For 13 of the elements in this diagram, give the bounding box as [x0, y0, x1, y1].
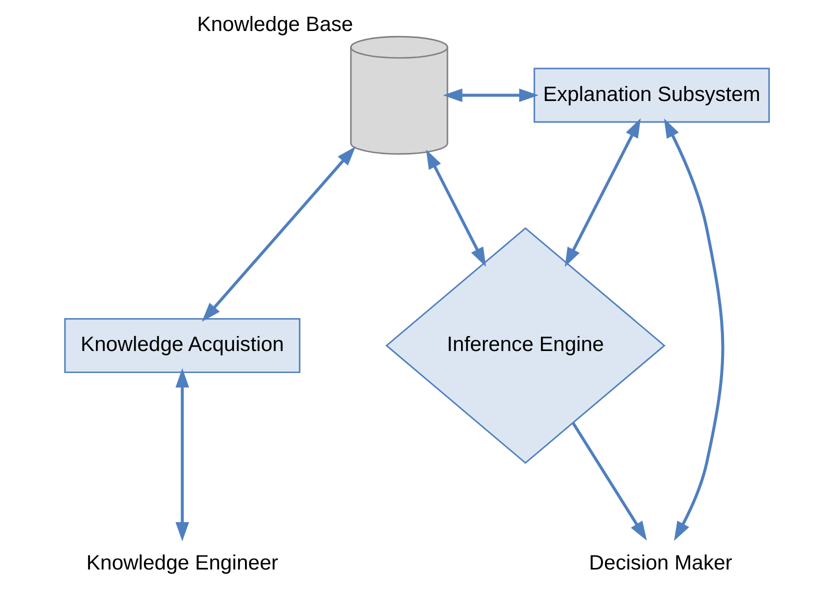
- node-box: Explanation Subsystem: [534, 68, 770, 123]
- arrow: [426, 150, 486, 267]
- arrow: [564, 118, 641, 267]
- node-label: Knowledge Base: [197, 12, 354, 36]
- arrow: [664, 118, 724, 541]
- arrow: [202, 146, 356, 322]
- arrow: [572, 422, 647, 541]
- node-text: Decision Maker: [589, 551, 732, 574]
- node-box: Knowledge Acquistion: [64, 318, 300, 374]
- node-text: Knowledge Engineer: [86, 551, 278, 574]
- arrow: [443, 88, 539, 102]
- node-diamond: Inference Engine: [385, 227, 666, 464]
- arrow: [176, 368, 190, 542]
